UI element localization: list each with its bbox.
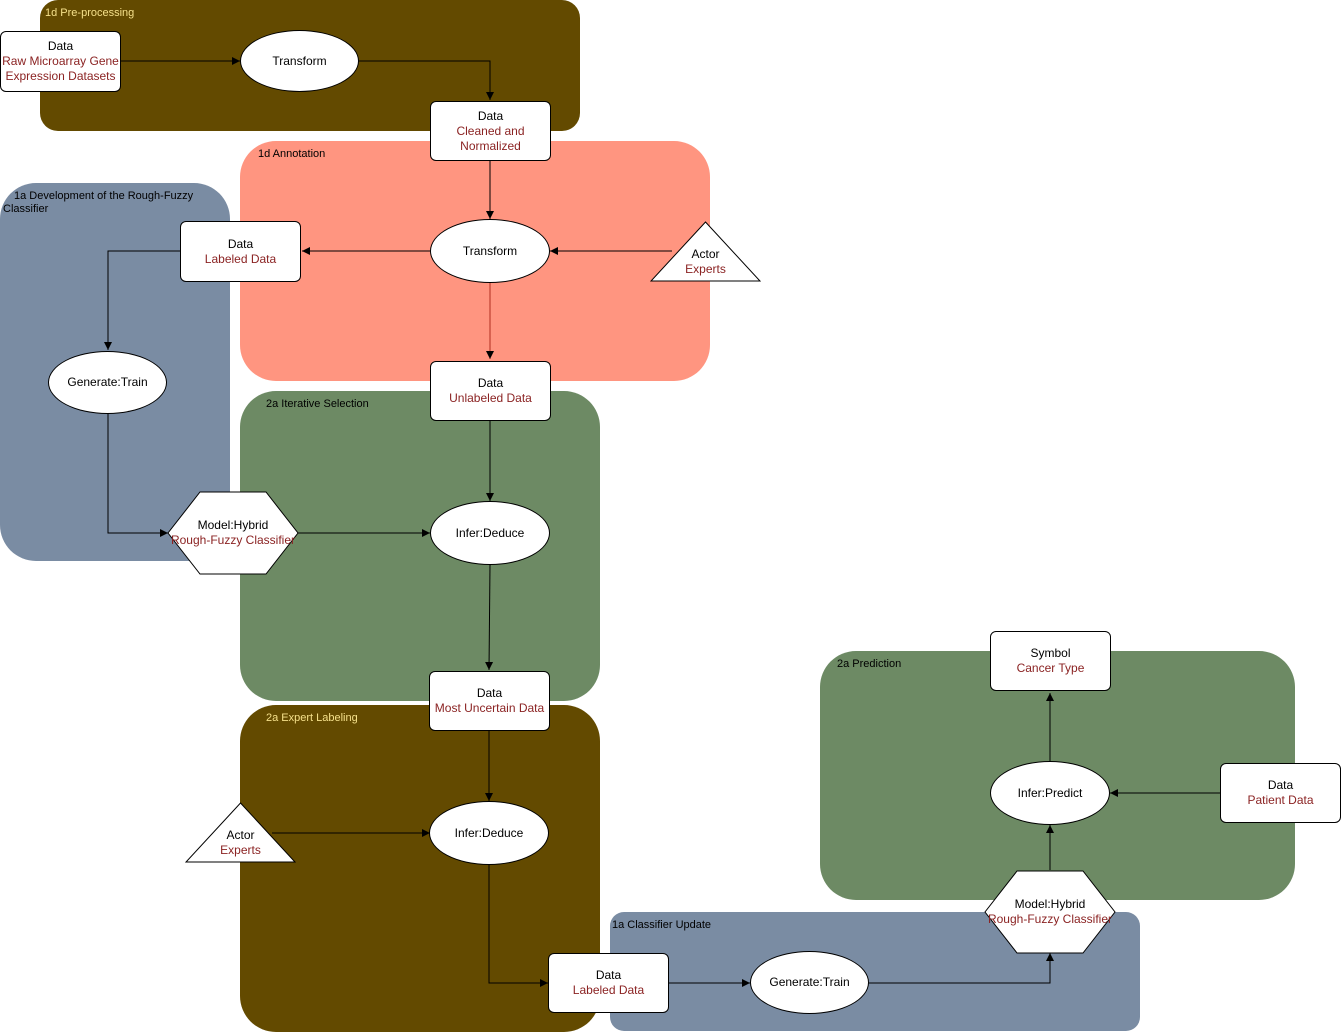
unlabeled-data-node[interactable]: Data Unlabeled Data	[430, 361, 551, 421]
actor-1-title: Actor	[691, 246, 720, 261]
labeled-data-node-1[interactable]: Data Labeled Data	[180, 221, 301, 282]
raw-data-sub: Raw Microarray Gene Expression Datasets	[2, 54, 119, 83]
cleaned-data-node[interactable]: Data Cleaned and Normalized	[430, 101, 551, 161]
actor-2-title: Actor	[226, 827, 255, 842]
cleaned-data-title: Data	[477, 108, 504, 123]
labeled-data-2-sub: Labeled Data	[572, 983, 645, 997]
region-preprocessing-label: 1d Pre-processing	[45, 7, 135, 19]
labeled-data-1-title: Data	[227, 236, 254, 251]
infer-deduce-node-2[interactable]: Infer:Deduce	[429, 801, 549, 865]
unlabeled-data-title: Data	[477, 376, 504, 390]
triangle-shape-1	[650, 221, 761, 282]
patient-data-sub: Patient Data	[1247, 793, 1314, 807]
model-hybrid-1-sub: Rough-Fuzzy Classifier	[170, 533, 296, 547]
transform-2-title: Transform	[462, 243, 518, 258]
labeled-data-node-2[interactable]: Data Labeled Data	[548, 953, 669, 1013]
generate-train-node-2[interactable]: Generate:Train	[750, 951, 869, 1014]
model-hybrid-2-sub: Rough-Fuzzy Classifier	[987, 912, 1113, 926]
most-uncertain-title: Data	[476, 686, 503, 700]
infer-deduce-node-1[interactable]: Infer:Deduce	[430, 501, 550, 565]
region-annotation-label: 1d Annotation	[258, 148, 326, 160]
labeled-data-1-sub: Labeled Data	[204, 251, 277, 266]
model-hybrid-node-2[interactable]: Model:Hybrid Rough-Fuzzy Classifier	[984, 870, 1116, 954]
patient-data-title: Data	[1267, 778, 1294, 792]
actor-experts-node-1[interactable]: Actor Experts	[650, 221, 761, 282]
most-uncertain-sub: Most Uncertain Data	[434, 701, 545, 715]
transform-node-2[interactable]: Transform	[430, 219, 550, 283]
model-hybrid-2-title: Model:Hybrid	[1014, 897, 1086, 911]
cancer-type-title: Symbol	[1030, 646, 1071, 660]
region-expert-labeling-label: 2a Expert Labeling	[266, 712, 358, 724]
most-uncertain-data-node[interactable]: Data Most Uncertain Data	[429, 671, 550, 731]
generate-train-1-title: Generate:Train	[67, 375, 148, 389]
region-iterative-selection-label: 2a Iterative Selection	[266, 398, 369, 410]
labeled-data-2-title: Data	[595, 968, 622, 982]
patient-data-node[interactable]: Data Patient Data	[1220, 763, 1341, 823]
region-prediction-label: 2a Prediction	[837, 658, 902, 670]
generate-train-2-title: Generate:Train	[769, 975, 850, 989]
region-expert-labeling	[240, 705, 600, 1032]
cancer-type-symbol-node[interactable]: Symbol Cancer Type	[990, 631, 1111, 691]
generate-train-node-1[interactable]: Generate:Train	[48, 351, 167, 414]
infer-deduce-2-title: Infer:Deduce	[454, 825, 524, 840]
region-classifier-update-label: 1a Classifier Update	[612, 919, 712, 931]
infer-predict-node[interactable]: Infer:Predict	[990, 761, 1110, 825]
actor-1-sub: Experts	[685, 261, 726, 276]
unlabeled-data-sub: Unlabeled Data	[449, 391, 532, 405]
hexagon-shape-1	[167, 491, 299, 575]
infer-deduce-1-title: Infer:Deduce	[455, 525, 525, 540]
model-hybrid-node-1[interactable]: Model:Hybrid Rough-Fuzzy Classifier	[167, 491, 299, 575]
model-hybrid-1-title: Model:Hybrid	[197, 518, 269, 532]
raw-data-title: Data	[47, 39, 74, 53]
actor-experts-node-2[interactable]: Actor Experts	[185, 802, 296, 863]
hexagon-shape-2	[984, 870, 1116, 954]
transform-1-title: Transform	[272, 53, 327, 68]
cleaned-data-sub: Cleaned and Normalized	[456, 123, 525, 153]
infer-predict-title: Infer:Predict	[1017, 785, 1083, 800]
actor-2-sub: Experts	[220, 842, 261, 857]
transform-node-1[interactable]: Transform	[240, 30, 359, 92]
triangle-shape-2	[185, 802, 296, 863]
region-development-label: 1a Development of the Rough-Fuzzy Classi…	[3, 190, 194, 215]
cancer-type-sub: Cancer Type	[1016, 661, 1085, 675]
raw-data-node[interactable]: Data Raw Microarray Gene Expression Data…	[0, 31, 121, 92]
